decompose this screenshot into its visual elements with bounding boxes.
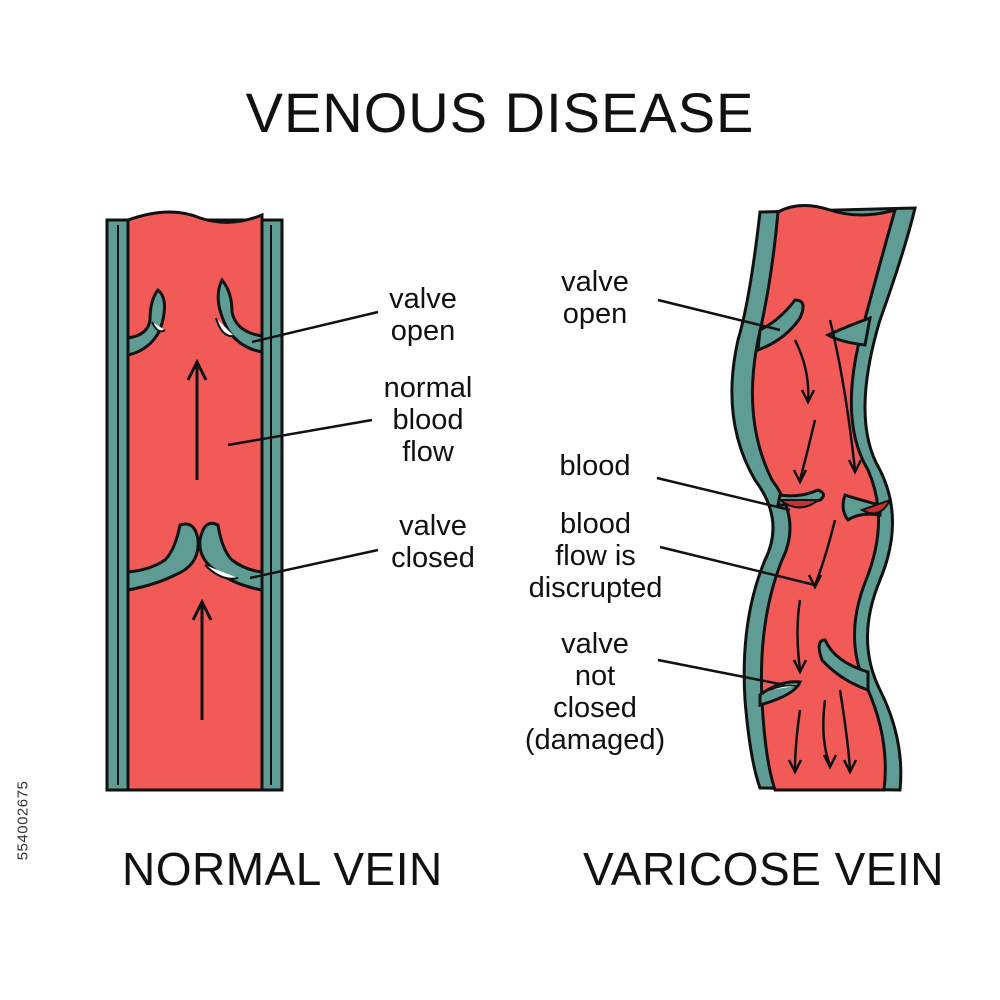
normal-vein-caption: NORMAL VEIN xyxy=(122,843,443,895)
diagram-title: VENOUS DISEASE xyxy=(245,81,755,144)
varicose-valve-open-right xyxy=(824,315,872,347)
pooled-blood-right xyxy=(859,498,893,515)
varicose-vein-caption: VARICOSE VEIN xyxy=(583,843,944,895)
normal-vein-blood xyxy=(126,210,264,792)
label-varicose-valve-damaged: valve not closed (damaged) xyxy=(524,628,666,756)
label-normal-valve-open: valve open xyxy=(389,283,457,347)
normal-valve-open-right xyxy=(216,277,264,354)
label-varicose-flow-disrupted: blood flow is discrupted xyxy=(528,508,663,604)
varicose-valve-open-left xyxy=(756,298,805,353)
label-normal-valve-closed: valve closed xyxy=(391,510,475,574)
label-normal-blood-flow: normal blood flow xyxy=(383,372,473,468)
normal-vein xyxy=(105,210,379,792)
label-varicose-blood: blood xyxy=(559,450,631,482)
varicose-vein xyxy=(656,204,917,792)
normal-valve-open-left xyxy=(126,287,166,357)
pooled-blood-left xyxy=(776,499,821,509)
varicose-valve-damaged-left xyxy=(758,680,803,707)
disrupted-flow-arrows xyxy=(787,319,863,775)
label-varicose-valve-open: valve open xyxy=(561,266,629,330)
normal-valve-closed-left xyxy=(126,522,200,592)
varicose-valve-damaged-right xyxy=(817,638,870,693)
watermark-id: 554002675 xyxy=(14,780,32,861)
